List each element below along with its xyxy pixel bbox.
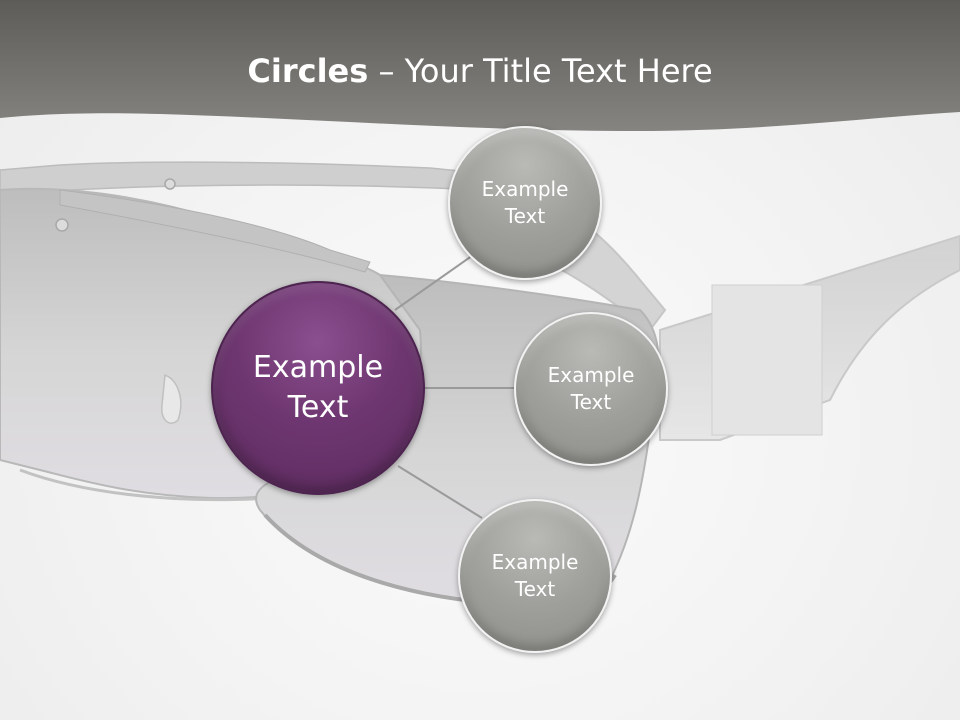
top-circle: Example Text	[448, 126, 602, 280]
main-circle-text: Example Text	[252, 349, 384, 426]
title-rest-part: – Your Title Text Here	[368, 52, 713, 90]
main-circle: Example Text	[211, 281, 425, 495]
middle-circle: Example Text	[514, 312, 668, 466]
connector-line-bottom	[397, 465, 483, 519]
header-banner	[0, 0, 960, 132]
connector-line-top	[394, 252, 477, 311]
top-circle-text: Example Text	[481, 177, 569, 228]
bottom-circle: Example Text	[458, 499, 612, 653]
middle-circle-text: Example Text	[547, 363, 635, 414]
bottom-circle-text: Example Text	[491, 550, 579, 601]
slide-title: Circles – Your Title Text Here	[0, 52, 960, 90]
title-bold-part: Circles	[247, 52, 369, 90]
